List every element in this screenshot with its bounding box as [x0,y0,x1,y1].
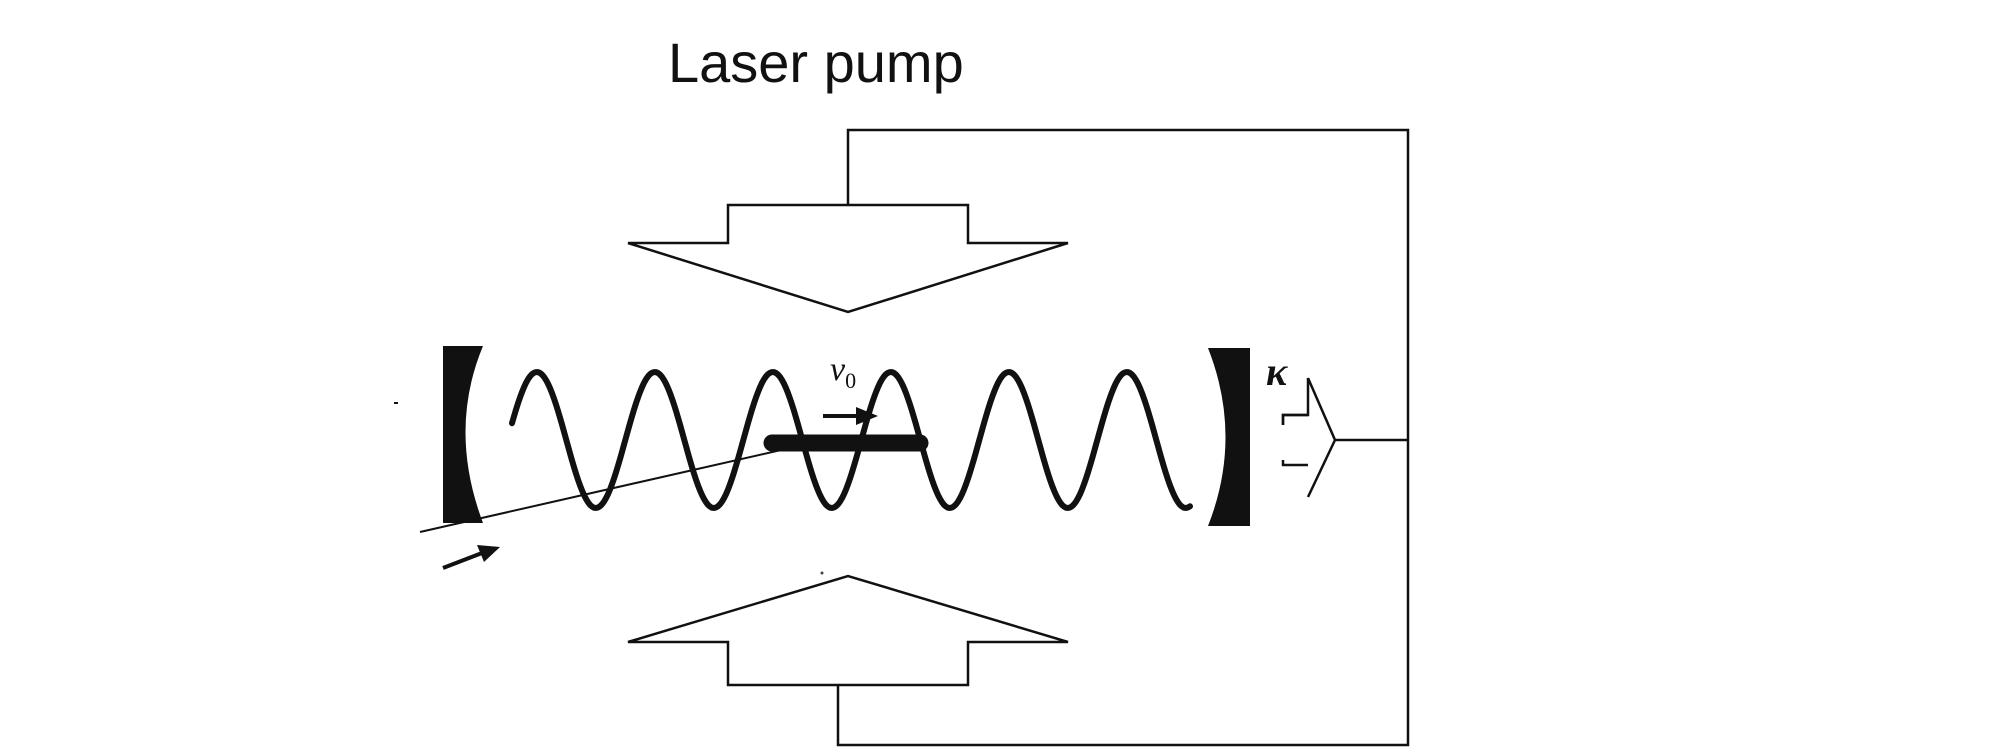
standing-wave [509,369,1193,512]
bottom-pump-arrow [627,574,1069,687]
top-pump-arrow [627,203,1069,314]
velocity-arrow [823,407,878,425]
velocity-label: v0 [830,351,856,393]
atom-trajectory [419,447,791,533]
decay-label: κ [1266,349,1288,394]
output-leak-arrow-body [1281,377,1337,498]
right-mirror [1208,348,1250,526]
velocity-subscript: 0 [845,368,856,393]
velocity-symbol: v [830,351,846,388]
left-mirror [443,346,483,523]
incoming-atom-arrow [442,545,500,570]
speck [820,571,824,575]
feedback-loop-wire [836,128,1410,747]
laser-pump-title: Laser pump [668,31,964,94]
